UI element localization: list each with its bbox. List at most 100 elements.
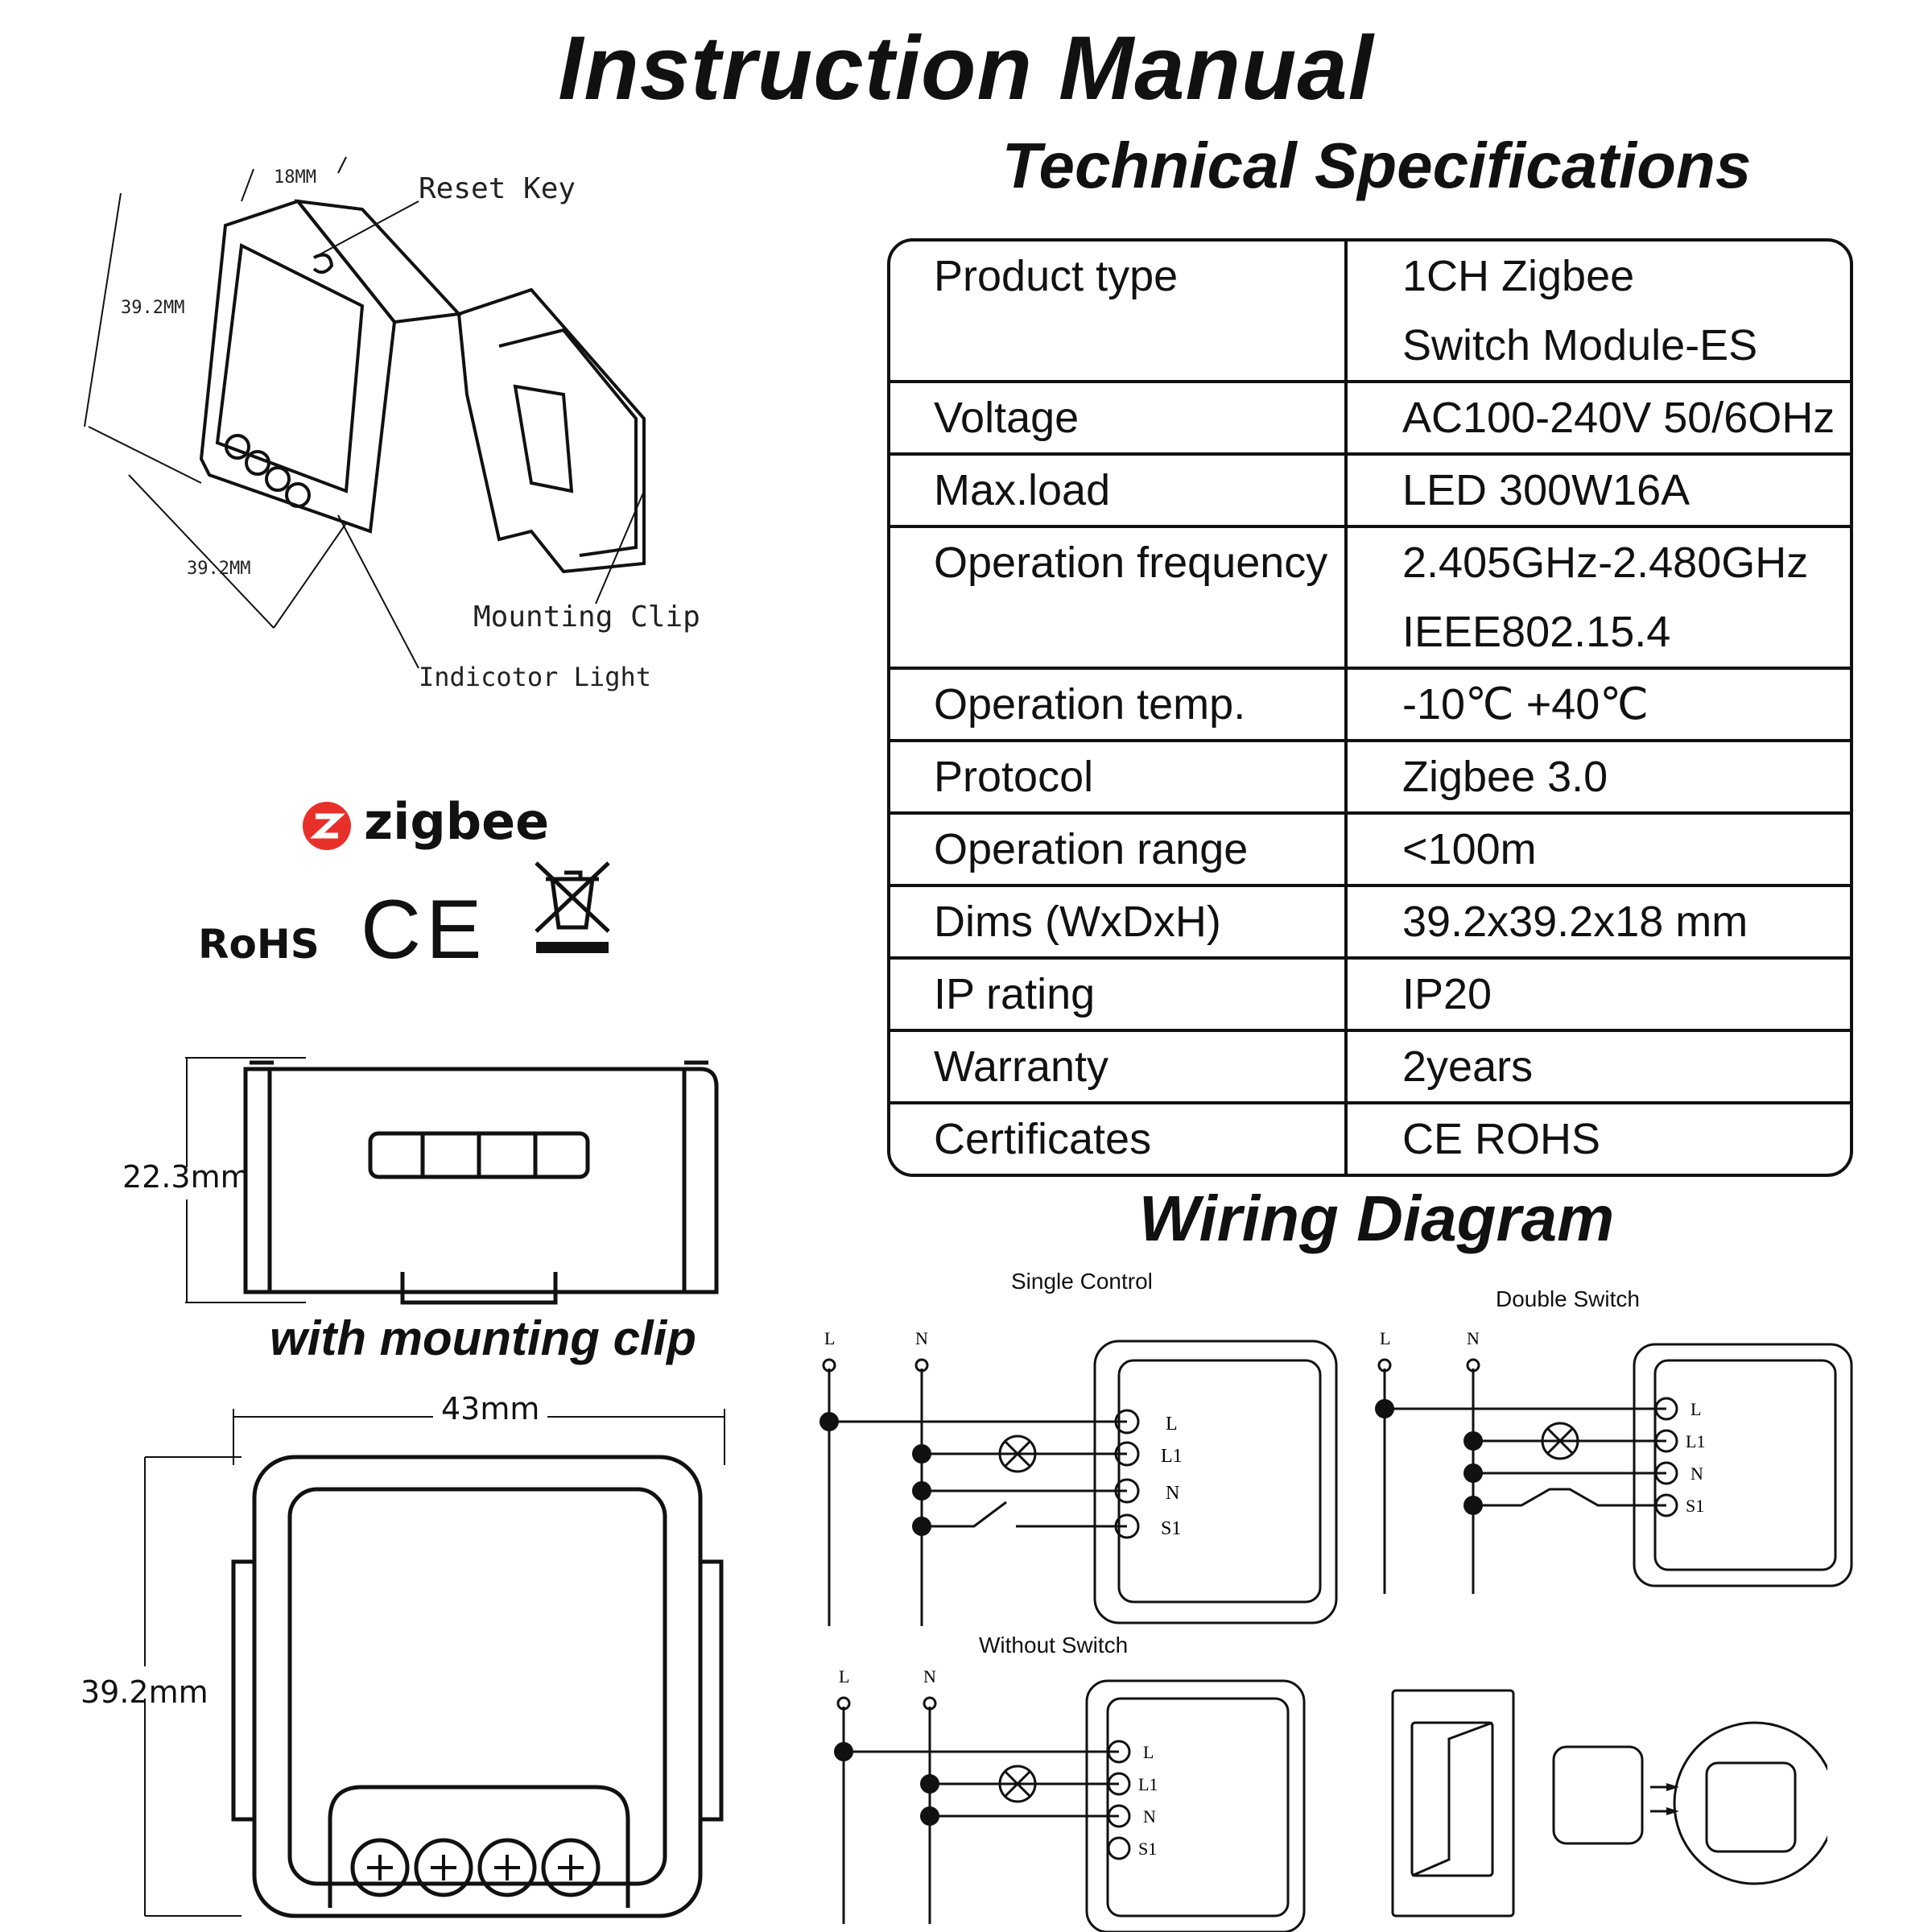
single-control-caption: Single Control — [1011, 1269, 1153, 1294]
terminal-label: L — [1166, 1414, 1178, 1435]
spec-key: Certificates — [890, 1101, 1348, 1174]
terminal-label: S1 — [1138, 1839, 1157, 1859]
line-label: L — [824, 1328, 835, 1348]
spec-value-line2: IEEE802.15.4 — [1402, 608, 1671, 656]
spec-key: IP rating — [890, 956, 1348, 1029]
table-row: Warranty 2years — [890, 1029, 1850, 1101]
terminal-screw — [350, 1838, 410, 1897]
spec-value: Zigbee 3.0 — [1348, 739, 1850, 811]
spec-section-title: Technical Specifications — [1001, 130, 1752, 201]
front-width-label: 43mm — [433, 1391, 548, 1426]
spec-value-line1: 2.405GHz-2.480GHz — [1402, 539, 1809, 587]
terminal-label: L1 — [1161, 1446, 1183, 1467]
table-row: Operation range <100m — [890, 811, 1850, 884]
table-row: Certificates CE ROHS — [890, 1101, 1850, 1174]
module-body-outline — [199, 199, 397, 534]
front-outer-frame — [252, 1455, 703, 1918]
terminal-screw — [414, 1838, 473, 1897]
weee-bin-icon — [535, 861, 610, 953]
wiring-section-title: Wiring Diagram — [1138, 1183, 1615, 1254]
line-label: L — [839, 1666, 849, 1686]
spec-key: Operation frequency — [890, 525, 1348, 667]
terminal-label: L — [1143, 1742, 1154, 1762]
terminal-label: N — [1166, 1483, 1179, 1504]
ce-mark: CE — [361, 883, 487, 976]
spec-value: <100m — [1348, 811, 1850, 884]
dim-width-bottom-label: 39.2MM — [187, 559, 251, 579]
spec-value-line2: Switch Module-ES — [1402, 321, 1758, 369]
clip-view-title: with mounting clip — [270, 1311, 696, 1365]
table-row: Protocol Zigbee 3.0 — [890, 739, 1850, 811]
zigbee-wordmark: zigbee — [364, 792, 550, 851]
spec-key: Operation range — [890, 811, 1348, 884]
installation-illustration — [1391, 1689, 1827, 1918]
front-height-label: 39.2mm — [80, 1674, 208, 1710]
terminal-screw — [285, 482, 311, 508]
spec-value: 39.2x39.2x18 mm — [1348, 884, 1850, 956]
spec-value: AC100-240V 50/6OHz — [1348, 380, 1850, 452]
line-label: L — [1380, 1328, 1390, 1348]
module-top-edge — [294, 199, 463, 324]
spec-value: IP20 — [1348, 956, 1850, 1029]
wall-switch-plate — [1391, 1689, 1515, 1918]
rohs-logo: RoHS — [198, 921, 320, 968]
device-isometric-drawing — [84, 156, 646, 669]
dim-height-label: 18MM — [274, 167, 316, 188]
terminal-label: N — [1690, 1463, 1703, 1484]
spec-key: Voltage — [890, 380, 1348, 452]
spec-key: Operation temp. — [890, 667, 1348, 739]
table-row: Voltage AC100-240V 50/6OHz — [890, 380, 1850, 452]
reset-key-label: Reset Key — [419, 172, 576, 205]
terminal-label: L1 — [1138, 1774, 1158, 1794]
terminal-label: S1 — [1161, 1518, 1181, 1539]
terminal-screw — [225, 434, 250, 460]
front-inner-frame — [287, 1487, 667, 1886]
spec-value-line1: 1CH Zigbee — [1402, 252, 1635, 300]
terminal-screw — [477, 1838, 537, 1897]
module-small — [1552, 1745, 1644, 1845]
mounting-clip-label: Mounting Clip — [473, 601, 700, 634]
zigbee-logo-icon — [301, 800, 353, 852]
terminal-screw — [265, 466, 291, 492]
terminal-label: L1 — [1686, 1431, 1705, 1451]
spec-key: Protocol — [890, 739, 1348, 811]
neutral-label: N — [923, 1666, 936, 1686]
single-control-diagram: L N L L1 N S1 — [819, 1328, 1338, 1626]
terminal-label: S1 — [1686, 1496, 1704, 1516]
table-row: IP rating IP20 — [890, 956, 1850, 1029]
spec-key: Dims (WxDxH) — [890, 884, 1348, 956]
terminal-label: N — [1143, 1806, 1156, 1827]
terminal-label: L — [1690, 1399, 1701, 1419]
spec-value: 2years — [1348, 1029, 1850, 1101]
front-view-drawing — [144, 1409, 725, 1918]
without-switch-diagram: L N L L1 N S1 — [834, 1666, 1306, 1932]
neutral-label: N — [915, 1328, 928, 1348]
spec-key: Warranty — [890, 1029, 1348, 1101]
neutral-label: N — [1467, 1328, 1480, 1348]
spec-key: Product type — [890, 242, 1348, 380]
indicator-light-label: Indicotor Light — [419, 662, 651, 692]
spec-value: CE ROHS — [1348, 1101, 1850, 1174]
table-row: Max.load LED 300W16A — [890, 452, 1850, 525]
side-view-drawing — [185, 1057, 719, 1305]
wall-box — [1673, 1721, 1827, 1885]
terminal-screw — [541, 1838, 601, 1897]
terminal-screw — [245, 450, 270, 476]
mounting-clip-outline — [456, 287, 646, 574]
side-body-outline — [243, 1067, 719, 1294]
spec-value: -10℃ +40℃ — [1348, 667, 1850, 739]
without-switch-caption: Without Switch — [979, 1633, 1129, 1657]
reset-key-icon — [312, 253, 334, 275]
page-title: Instruction Manual — [558, 18, 1374, 118]
spec-value: LED 300W16A — [1348, 452, 1850, 525]
double-switch-caption: Double Switch — [1496, 1286, 1640, 1311]
dim-width-left-label: 39.2MM — [121, 298, 185, 318]
table-row: Dims (WxDxH) 39.2x39.2x18 mm — [890, 884, 1850, 956]
spec-key: Max.load — [890, 452, 1348, 525]
module-face — [215, 242, 365, 493]
